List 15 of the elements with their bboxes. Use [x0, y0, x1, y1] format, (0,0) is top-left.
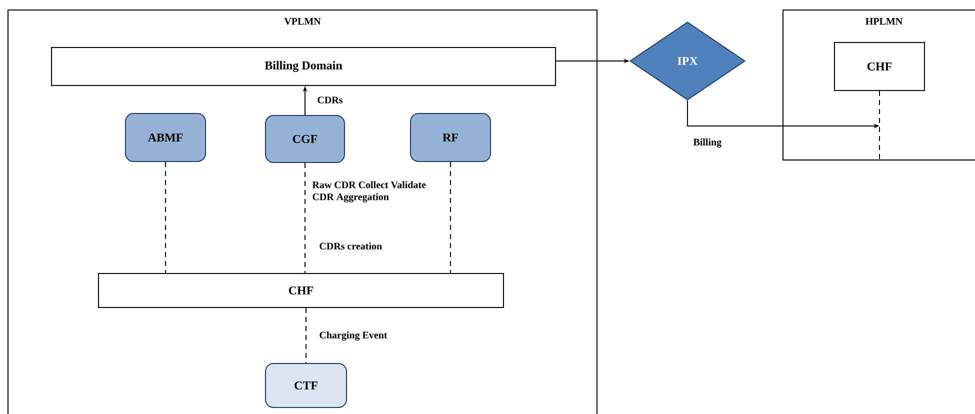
connector-line — [304, 162, 306, 274]
process-box: CHF — [834, 42, 925, 91]
function-box: RF — [410, 113, 491, 162]
function-box: ABMF — [125, 113, 206, 162]
edge-label: CDRs — [316, 96, 344, 104]
note-text: Raw CDR Collect Validate CDR Aggregation — [312, 181, 426, 202]
connector-line — [165, 162, 166, 274]
edge-label: CDRs creation — [318, 241, 384, 250]
edge-label: Charging Event — [318, 330, 388, 342]
process-box: Billing Domain — [51, 47, 556, 86]
process-box: CHF — [98, 273, 504, 308]
function-box: CGF — [265, 115, 345, 163]
function-box: CTF — [265, 363, 347, 408]
edge-label: Billing — [692, 137, 723, 149]
connector-line — [450, 162, 451, 274]
